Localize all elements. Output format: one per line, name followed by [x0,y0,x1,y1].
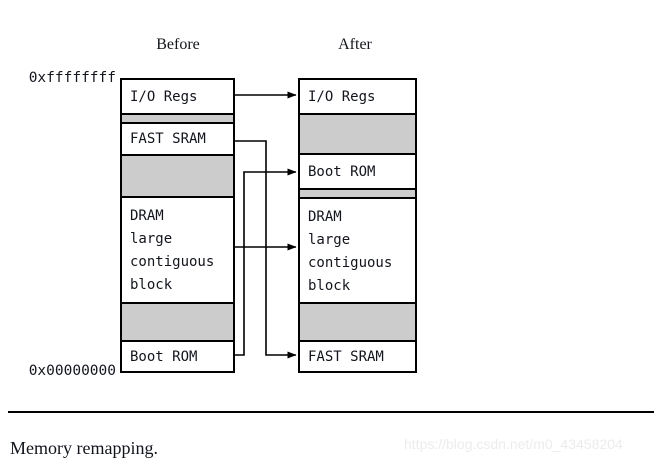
figure-caption: Memory remapping. [10,438,158,458]
memory-band-after-gap-3 [300,302,415,342]
connector-boot-rom [235,168,297,356]
memory-band-after-gap-2 [300,188,415,199]
address-label-bottom: 0x00000000 [28,363,116,379]
memory-band-after-io-regs[interactable]: I/O Regs [300,80,415,113]
memory-band-after-fast-sram[interactable]: FAST SRAM [300,342,415,371]
memory-band-label: FAST SRAM [130,131,206,147]
watermark-text: https://blog.csdn.net/m0_43458204 [404,436,623,452]
address-label-top: 0xffffffff [28,70,116,86]
memory-band-label: Boot ROM [130,348,198,365]
column-heading-before: Before [156,36,200,53]
caption-divider [8,411,654,413]
memory-band-before-io-regs[interactable]: I/O Regs [122,80,233,113]
memory-band-label: DRAM large contiguous block [130,208,215,293]
memory-band-after-dram[interactable]: DRAM large contiguous block [300,199,415,302]
column-heading-after: After [338,36,372,53]
memory-column-before: I/O Regs FAST SRAM DRAM large contiguous… [120,78,235,373]
memory-band-label: I/O Regs [130,88,198,105]
memory-band-after-gap-1 [300,113,415,155]
memory-band-before-gap-1 [122,113,233,124]
memory-band-before-dram[interactable]: DRAM large contiguous block [122,198,233,302]
memory-band-before-gap-2 [122,154,233,198]
memory-band-before-boot-rom[interactable]: Boot ROM [122,342,233,371]
memory-band-after-boot-rom[interactable]: Boot ROM [300,155,415,188]
memory-band-before-gap-3 [122,302,233,342]
memory-band-before-fast-sram[interactable]: FAST SRAM [122,124,233,154]
memory-column-after: I/O Regs Boot ROM DRAM large contiguous … [298,78,417,373]
memory-band-label: DRAM large contiguous block [308,209,393,294]
memory-band-label: I/O Regs [308,88,376,105]
memory-band-label: Boot ROM [308,163,376,180]
memory-band-label: FAST SRAM [308,348,384,365]
connector-fast-sram [235,140,297,359]
